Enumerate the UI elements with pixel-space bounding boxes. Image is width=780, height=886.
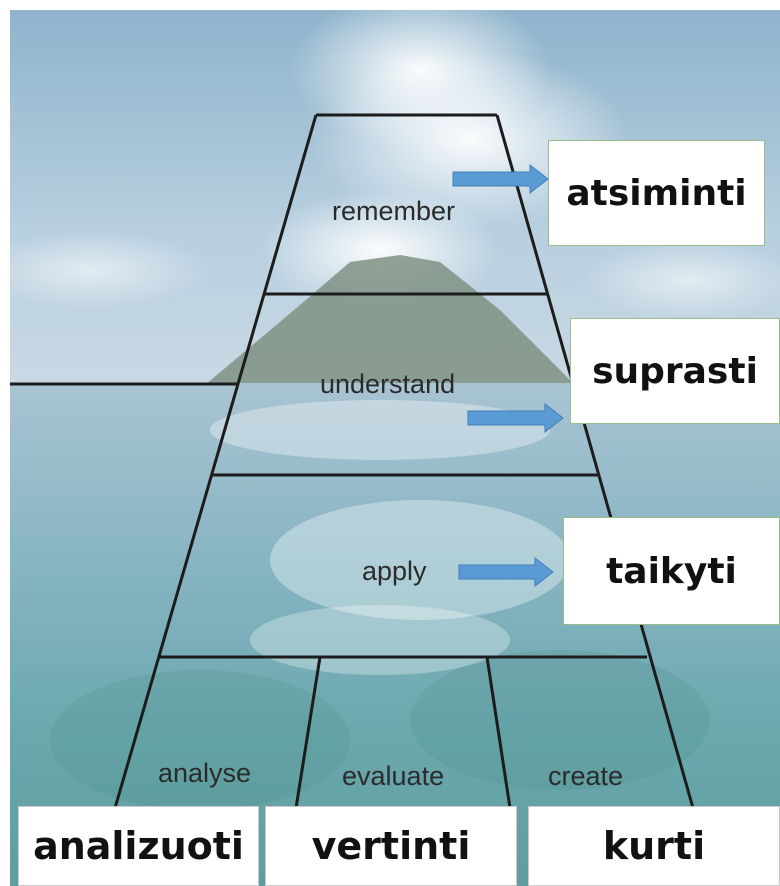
arrow-understand — [467, 402, 564, 434]
base-divider-right — [485, 656, 512, 809]
level-label-analyse: analyse — [158, 758, 251, 788]
pyramid-right-edge — [495, 114, 695, 809]
pyramid-left-edge — [113, 114, 318, 809]
translation-box-create: kurti — [528, 806, 780, 886]
translation-box-analyse: analizuoti — [18, 806, 259, 886]
level-label-remember: remember — [332, 196, 455, 226]
translation-box-evaluate: vertinti — [265, 806, 517, 886]
translation-box-apply: taikyti — [563, 517, 780, 625]
level-label-evaluate: evaluate — [342, 761, 444, 791]
translation-box-understand: suprasti — [570, 318, 780, 424]
translation-apply: taikyti — [606, 550, 737, 592]
translation-box-remember: atsiminti — [548, 140, 765, 246]
volcano-island — [205, 255, 575, 385]
translation-understand: suprasti — [592, 350, 758, 392]
pyramid-outline — [113, 113, 695, 809]
level-label-understand: understand — [320, 369, 455, 399]
arrow-apply — [458, 556, 554, 588]
arrow-remember — [452, 163, 549, 195]
translation-evaluate: vertinti — [311, 824, 471, 868]
level-label-create: create — [548, 761, 623, 791]
level-label-apply: apply — [362, 556, 427, 586]
translation-create: kurti — [602, 824, 706, 868]
translation-remember: atsiminti — [566, 172, 747, 214]
base-divider-left — [294, 656, 322, 809]
translation-analyse: analizuoti — [33, 824, 244, 868]
